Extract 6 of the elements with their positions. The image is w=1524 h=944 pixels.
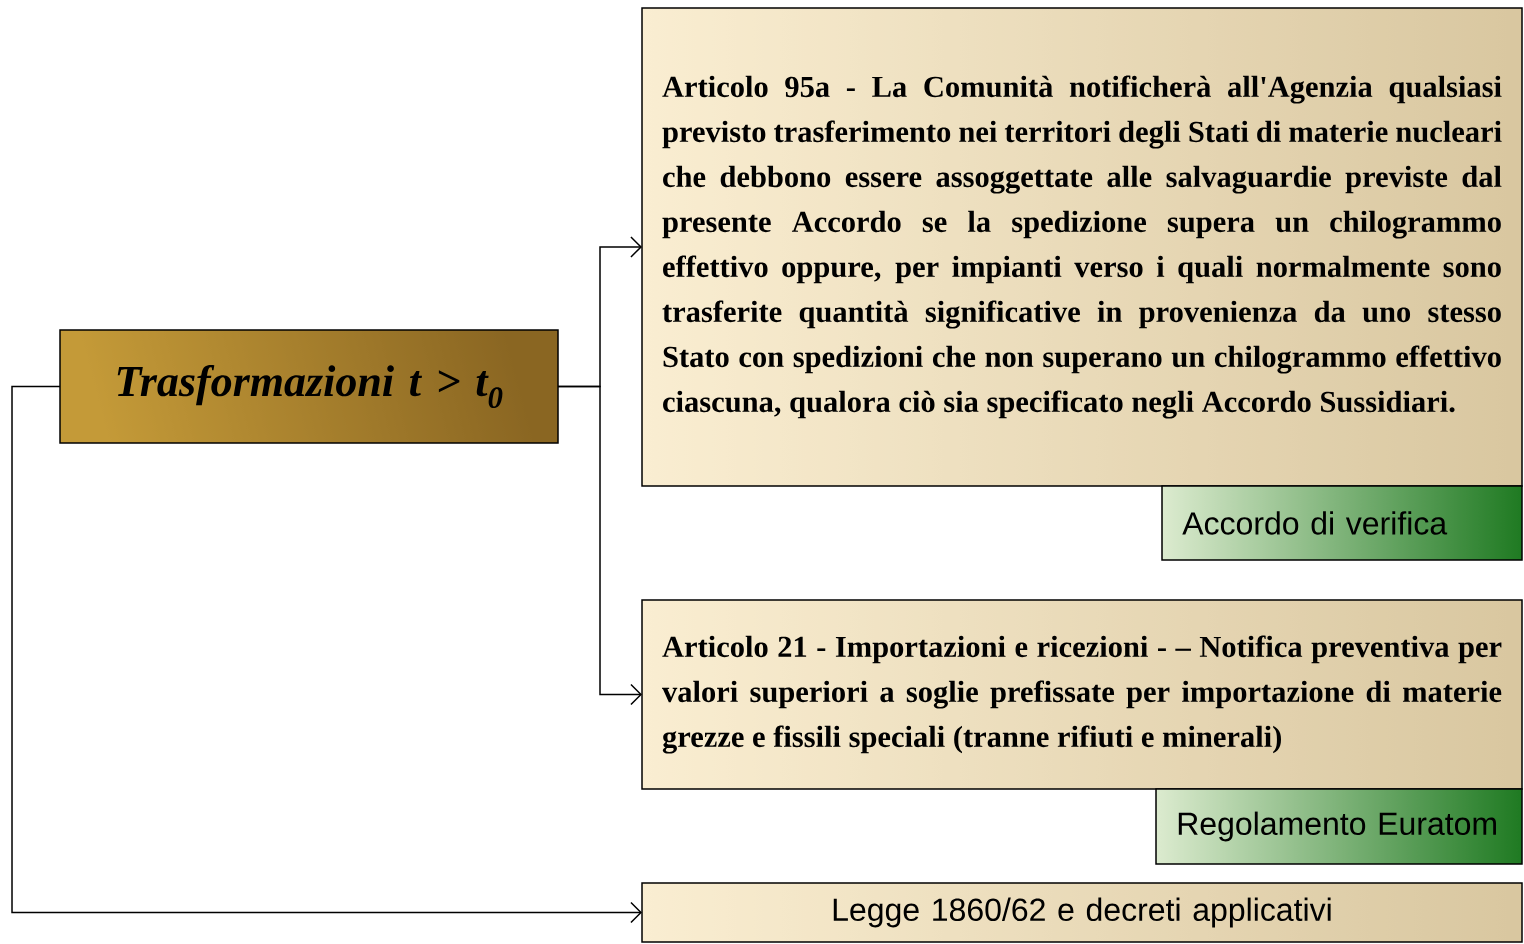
source-box: Accordo di verifica [1161, 485, 1523, 561]
title-box: Trasformazioni t > t$_{0}$ [59, 329, 559, 444]
arrow [11, 385, 642, 924]
law-box: Legge 1860/62 e decreti applicativi [641, 882, 1523, 943]
arrow [557, 385, 642, 706]
source-box: Regolamento Euratom [1155, 788, 1523, 865]
